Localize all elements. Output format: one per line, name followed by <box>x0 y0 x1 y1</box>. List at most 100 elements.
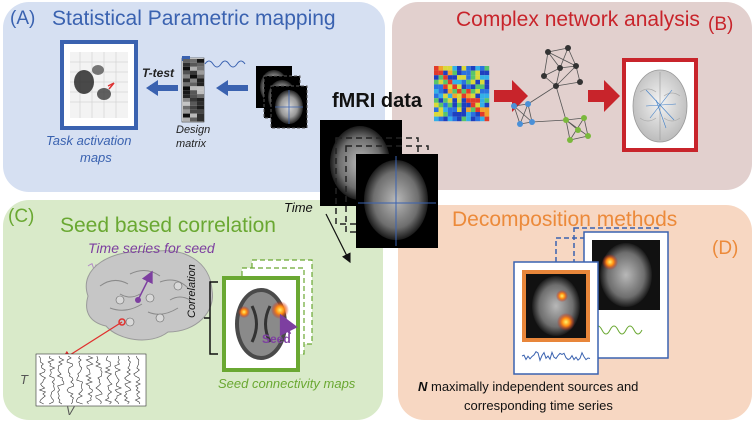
design-matrix-cell <box>197 90 204 95</box>
design-matrix-cell <box>183 109 190 114</box>
design-label-1: Design <box>176 124 211 136</box>
matrix-cell <box>438 93 444 99</box>
task-maps-label-2: maps <box>80 150 112 165</box>
design-matrix-cell <box>183 78 190 83</box>
matrix-cell <box>438 89 444 94</box>
matrix-cell <box>475 89 480 94</box>
matrix-cell <box>475 66 480 71</box>
matrix-cell <box>434 66 439 71</box>
matrix-cell <box>447 98 453 103</box>
ttest-label: T-test <box>142 66 175 80</box>
design-matrix-cell <box>197 94 204 98</box>
matrix-cell <box>461 75 467 80</box>
matrix-cell <box>461 89 467 94</box>
matrix-cell <box>480 75 485 80</box>
voxel-timeseries-matrix <box>35 353 147 407</box>
matrix-cell <box>452 102 457 108</box>
matrix-cell <box>452 84 457 89</box>
matrix-cell <box>484 98 490 103</box>
design-matrix-cell <box>197 62 204 67</box>
matrix-cell <box>438 66 444 71</box>
matrix-cell <box>475 116 480 122</box>
matrix-cell <box>443 107 448 112</box>
matrix-cell <box>434 75 439 80</box>
matrix-cell <box>470 102 476 108</box>
panel-c-title: Seed based correlation <box>60 214 276 237</box>
voxel-trace <box>95 355 103 405</box>
matrix-cell <box>452 70 457 76</box>
matrix-cell <box>457 70 462 76</box>
design-matrix-cell <box>183 105 190 110</box>
matrix-cell <box>434 116 439 122</box>
matrix-cell <box>466 112 471 117</box>
arrow-icon <box>146 80 178 96</box>
design-matrix-cell <box>183 101 190 106</box>
panel-a-letter: (A) <box>10 8 36 29</box>
seed-label: Seed <box>262 332 291 346</box>
seed-connectivity-map-stack <box>222 259 313 372</box>
matrix-cell <box>475 98 480 103</box>
matrix-cell <box>470 66 476 71</box>
design-matrix-cell <box>190 105 197 110</box>
matrix-cell <box>443 70 448 76</box>
matrix-cell <box>475 70 480 76</box>
design-matrix-cell <box>190 59 197 63</box>
design-matrix-cell <box>190 101 197 106</box>
design-matrix-cell <box>197 66 204 71</box>
matrix-cell <box>484 102 490 108</box>
matrix-cell <box>447 102 453 108</box>
design-matrix-cell <box>183 70 190 75</box>
matrix-cell <box>480 84 485 89</box>
matrix-cell <box>466 75 471 80</box>
matrix-cell <box>475 107 480 112</box>
matrix-cell <box>484 116 490 122</box>
design-matrix-cell <box>183 113 190 118</box>
matrix-cell <box>480 98 485 103</box>
matrix-cell <box>484 66 490 71</box>
matrix-cell <box>475 75 480 80</box>
matrix-cell <box>438 98 444 103</box>
design-matrix-cell <box>190 82 197 87</box>
matrix-cell <box>434 70 439 76</box>
matrix-cell <box>434 89 439 94</box>
matrix-cell <box>457 107 462 112</box>
matrix-cell <box>457 89 462 94</box>
matrix-cell <box>434 102 439 108</box>
design-matrix-cell <box>190 90 197 95</box>
matrix-cell <box>470 93 476 99</box>
matrix-cell <box>434 112 439 117</box>
design-matrix-cell <box>197 109 204 114</box>
brain-icon <box>60 250 213 361</box>
matrix-cell <box>480 70 485 76</box>
matrix-cell <box>475 79 480 85</box>
matrix-cell <box>457 93 462 99</box>
matrix-cell <box>484 70 490 76</box>
matrix-cell <box>475 112 480 117</box>
matrix-cell <box>452 107 457 112</box>
panel-c-letter: (C) <box>8 206 35 227</box>
design-matrix-cell <box>190 86 197 91</box>
matrix-cell <box>470 84 476 89</box>
design-matrix-cell <box>197 117 204 122</box>
design-matrix-cell <box>183 117 190 122</box>
voxel-trace <box>85 355 94 405</box>
design-matrix-cell <box>197 74 204 79</box>
matrix-cell <box>443 79 448 85</box>
matrix-cell <box>434 79 439 85</box>
matrix-cell <box>443 116 448 122</box>
matrix-cell <box>480 89 485 94</box>
component-map-stack <box>513 227 669 375</box>
design-matrix-cell <box>197 113 204 118</box>
matrix-cell <box>484 79 490 85</box>
matrix-cell <box>447 84 453 89</box>
matrix-cell <box>447 79 453 85</box>
matrix-cell <box>484 89 490 94</box>
matrix-cell <box>466 102 471 108</box>
matrix-cell <box>466 93 471 99</box>
voxel-trace <box>47 355 56 405</box>
arrow-icon <box>494 80 620 112</box>
matrix-cell <box>461 66 467 71</box>
matrix-cell <box>438 102 444 108</box>
matrix-cell <box>484 84 490 89</box>
matrix-cell <box>447 93 453 99</box>
